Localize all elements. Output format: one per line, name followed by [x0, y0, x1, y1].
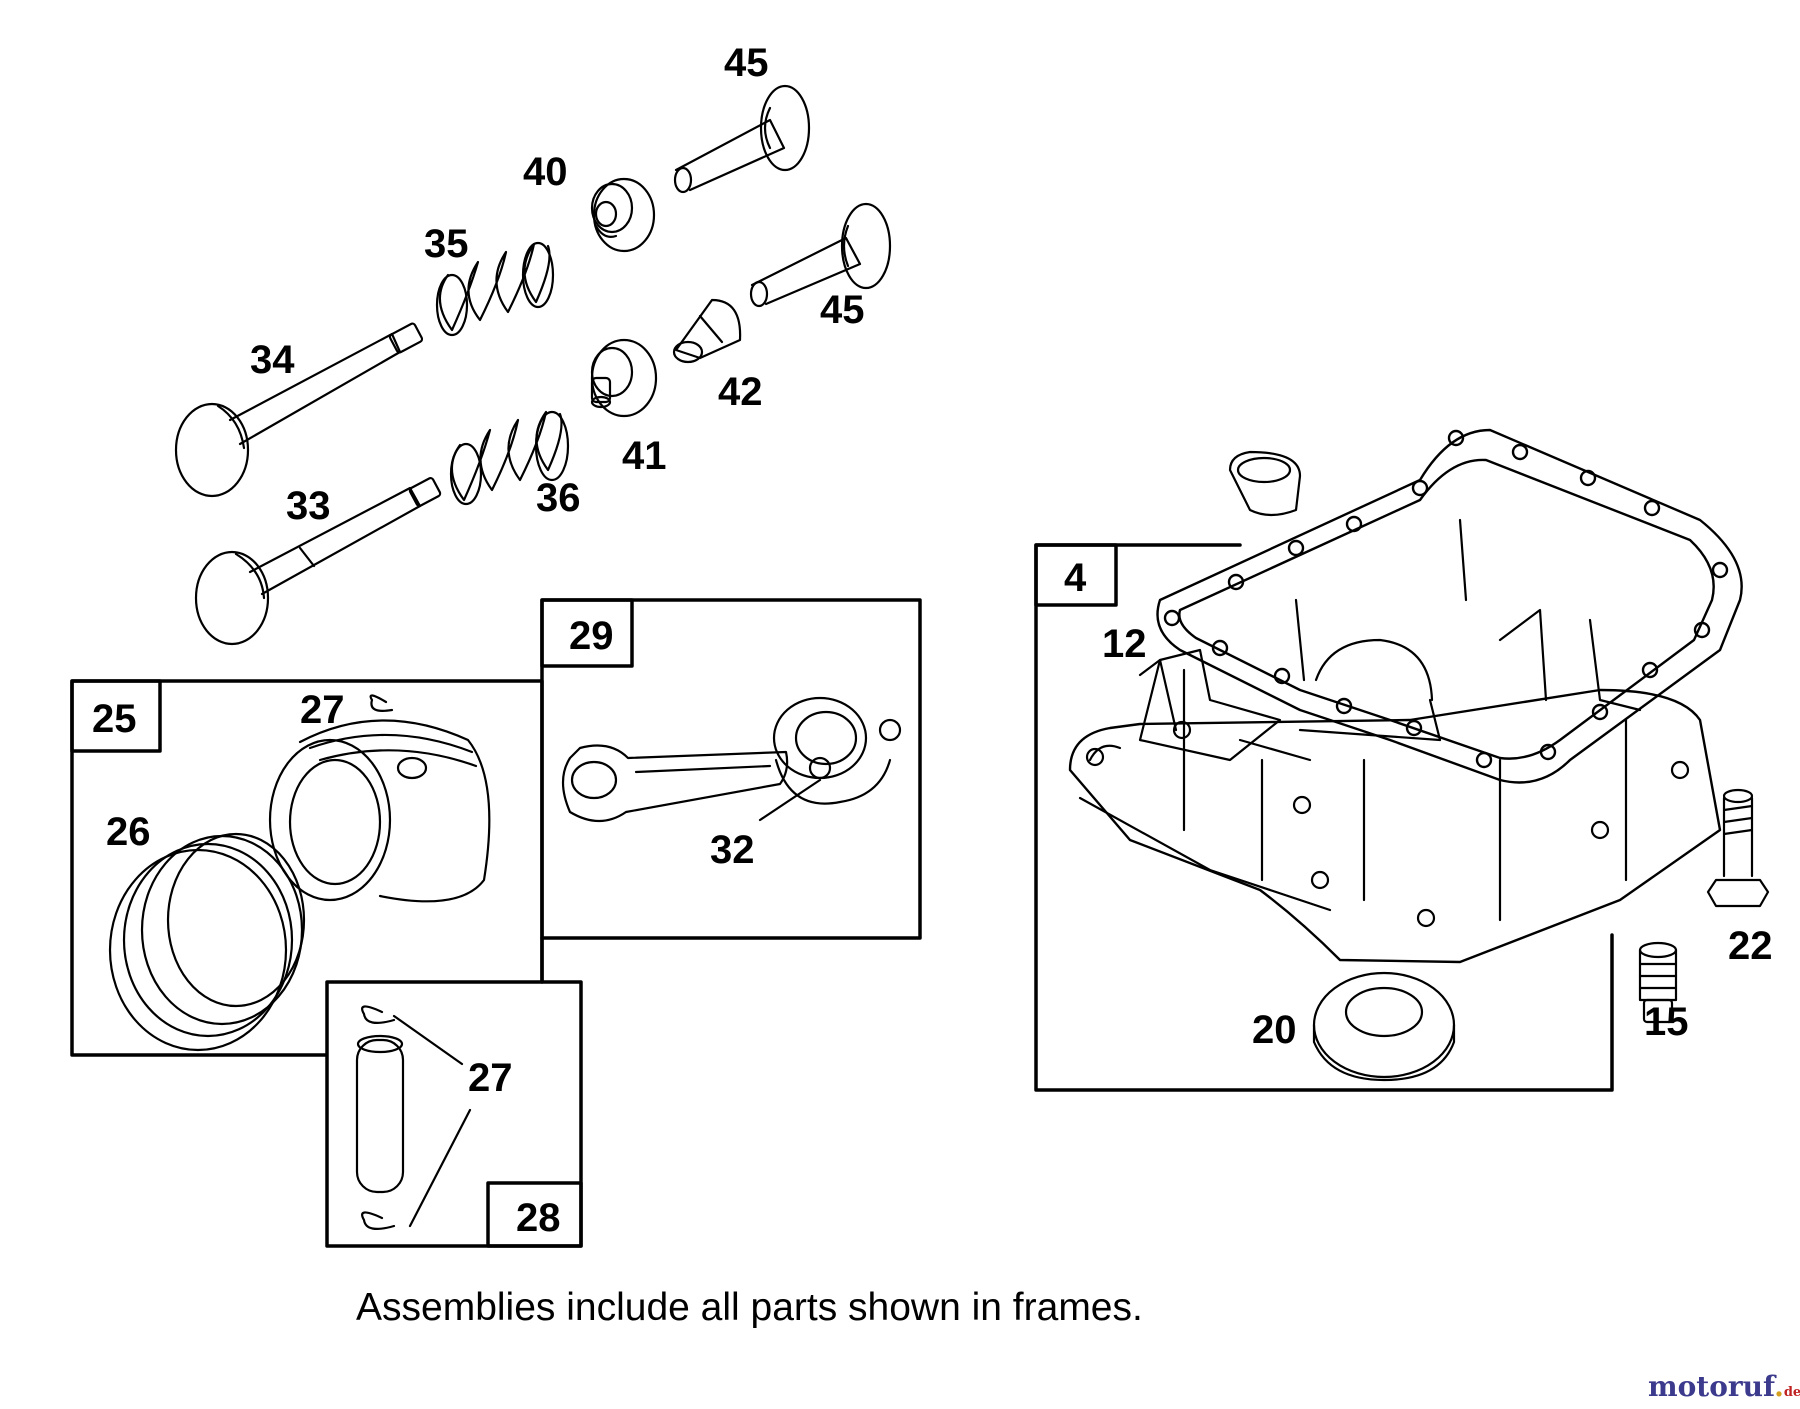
connecting-rod: [561, 696, 902, 823]
part-label-45: 45: [820, 288, 865, 332]
valve-33: [194, 477, 442, 646]
clip-upper: [361, 1005, 396, 1025]
part-label-42: 42: [718, 370, 763, 414]
bolt-22: [1706, 788, 1770, 908]
part-label-35: 35: [424, 222, 469, 266]
push-rod-45-bottom: [749, 202, 892, 308]
part-label-27: 27: [468, 1056, 513, 1100]
part-label-15: 15: [1644, 1000, 1689, 1044]
gasket-12: [1156, 428, 1743, 784]
part-label-36: 36: [536, 476, 581, 520]
part-label-29: 29: [569, 614, 614, 658]
diagram-caption: Assemblies include all parts shown in fr…: [356, 1286, 1143, 1329]
watermark-tld: de: [1783, 1385, 1800, 1400]
part-label-33: 33: [286, 484, 331, 528]
valve-cap-41: [590, 338, 658, 418]
frame-4-tag: [1034, 543, 1118, 607]
part-label-32: 32: [710, 828, 755, 872]
spring-35: [435, 241, 555, 337]
spring-36: [449, 410, 570, 506]
part-label-34: 34: [250, 338, 295, 382]
frame-25-tag: [70, 679, 162, 753]
part-label-28: 28: [516, 1196, 561, 1240]
frame-28: [325, 980, 583, 1248]
assembly-frames: [70, 543, 1614, 1248]
part-label-27: 27: [300, 688, 345, 732]
frame-29-tag: [540, 598, 634, 668]
part-label-40: 40: [523, 150, 568, 194]
frame-28-tag: [486, 1181, 583, 1248]
push-rod-45-top: [673, 84, 811, 194]
valve-34: [174, 322, 424, 498]
frame-25: [70, 679, 544, 1057]
watermark-logo: motoruf.de: [1648, 1370, 1800, 1403]
part-label-45: 45: [724, 41, 769, 85]
part-label-41: 41: [622, 434, 667, 478]
clip-27-small: [369, 694, 394, 712]
retainer-42: [672, 298, 742, 364]
wrist-pin: [355, 1005, 472, 1231]
part-label-20: 20: [1252, 1008, 1297, 1052]
part-label-4: 4: [1064, 556, 1087, 600]
piston: [268, 719, 491, 903]
part-label-22: 22: [1728, 924, 1773, 968]
part-label-25: 25: [92, 697, 137, 741]
oil-seal-20: [1312, 971, 1456, 1082]
watermark-name: motoruf: [1648, 1370, 1775, 1403]
part-label-26: 26: [106, 810, 151, 854]
sump-cover: [1068, 450, 1722, 964]
piston-rings-26: [108, 832, 306, 1052]
clip-lower: [361, 1211, 396, 1231]
part-label-12: 12: [1102, 622, 1147, 666]
drain-plug-15: [1638, 941, 1678, 1024]
valve-cap-40: [590, 177, 656, 253]
